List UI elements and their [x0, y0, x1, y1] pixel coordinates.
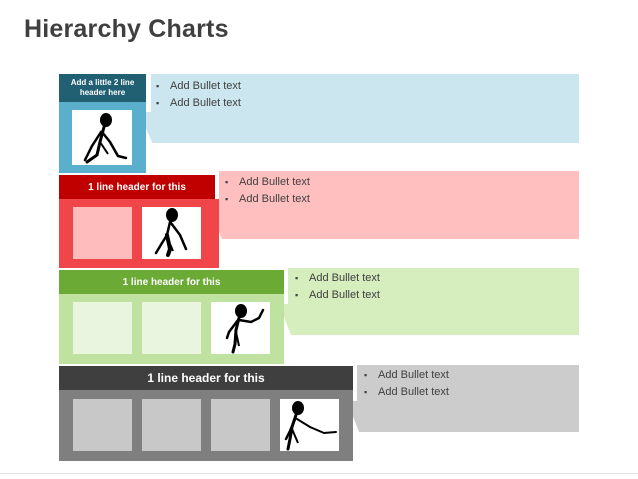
bullet-text: Add Bullet text [364, 367, 449, 384]
bullet-text: Add Bullet text [295, 287, 380, 304]
tier-1-figure [72, 110, 132, 165]
tier-2-figure [142, 207, 201, 259]
tier-2: 1 line header for this Add Bullet text A… [59, 171, 579, 268]
tier-4: 1 line header for this Add Bullet text A… [59, 365, 579, 461]
bullet-text: Add Bullet text [364, 384, 449, 401]
tier-4-placeholder-2 [142, 399, 201, 451]
stick-figure-icon [72, 110, 132, 165]
footer-divider [0, 473, 638, 474]
tier-1-header-text: Add a little 2 line header here [62, 78, 143, 98]
page-title: Hierarchy Charts [24, 15, 229, 44]
tier-3-body [59, 294, 284, 364]
tier-3-header: 1 line header for this [59, 270, 284, 294]
bullet-text: Add Bullet text [225, 174, 310, 191]
tier-3-figure [211, 302, 270, 354]
bullet-text: Add Bullet text [225, 191, 310, 208]
tier-1-header: Add a little 2 line header here [59, 74, 146, 102]
tier-2-header-text: 1 line header for this [88, 182, 186, 193]
bullet-text: Add Bullet text [156, 78, 241, 95]
tier-4-header-text: 1 line header for this [147, 371, 264, 385]
bullet-text: Add Bullet text [156, 95, 241, 112]
tier-4-header: 1 line header for this [59, 366, 353, 390]
tier-4-body [59, 390, 353, 461]
stick-figure-icon [211, 302, 270, 354]
tier-1: Add a little 2 line header here Add Bull… [59, 74, 579, 173]
stick-figure-icon [142, 207, 201, 259]
stick-figure-icon [280, 399, 339, 451]
tier-2-body [59, 199, 219, 268]
tier-3-placeholder-2 [142, 302, 201, 354]
tier-3: 1 line header for this Add Bullet text A… [59, 268, 579, 364]
tier-3-placeholder-1 [73, 302, 132, 354]
tier-2-placeholder-1 [73, 207, 132, 259]
tier-4-figure [280, 399, 339, 451]
tier-3-header-text: 1 line header for this [123, 277, 221, 288]
tier-2-header: 1 line header for this [59, 175, 215, 199]
tier-1-body [59, 102, 146, 173]
tier-4-placeholder-3 [211, 399, 270, 451]
tier-4-placeholder-1 [73, 399, 132, 451]
bullet-text: Add Bullet text [295, 270, 380, 287]
